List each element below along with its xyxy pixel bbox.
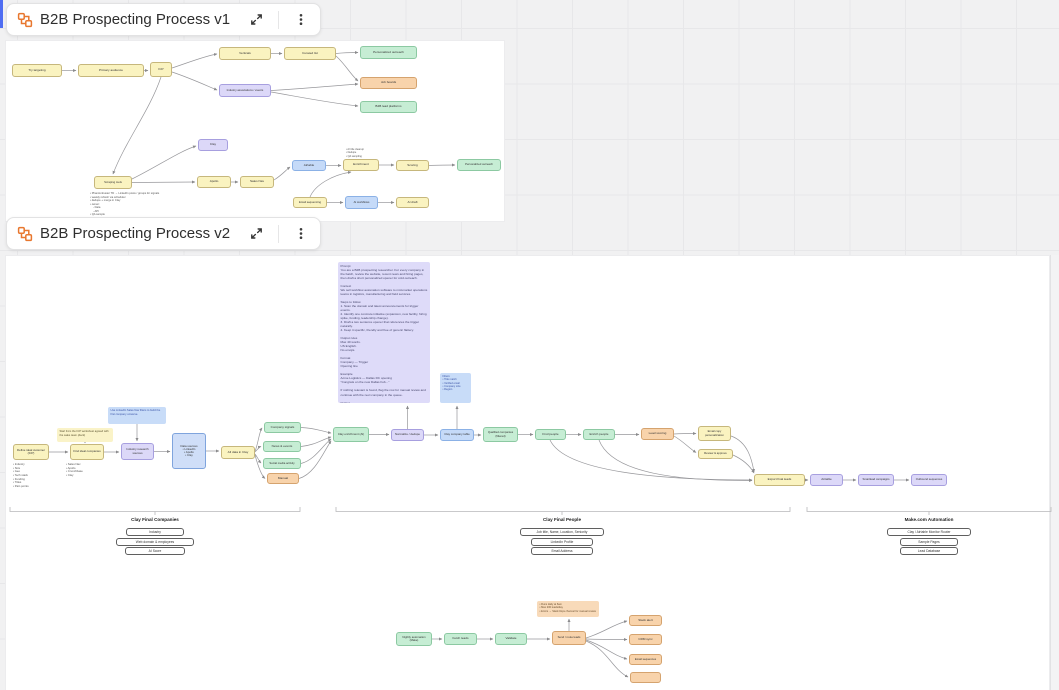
flow-node[interactable]: Email sequences [629,654,662,665]
flow-node[interactable]: B2B lead platforms [360,101,417,113]
list-item[interactable]: Clay / Airtable Monitor Router [887,528,971,536]
list-item[interactable]: Web domain & employees [116,537,194,546]
menu-button-v2[interactable] [286,221,316,247]
flow-node[interactable]: Qualified companies (filtered) [483,427,518,442]
flow-node[interactable]: Lead scoring [641,428,674,440]
expand-icon [250,14,262,25]
flow-node[interactable]: Sales Nav [240,176,274,188]
flow-node[interactable]: Apollo [197,176,231,188]
text-block[interactable]: • Sales Nav • Apollo • Crunchbase • Clay [66,463,83,477]
list-item[interactable]: AI Score [125,547,185,555]
flow-node[interactable]: CRM sync [629,634,662,645]
list-item[interactable]: Industry [126,528,184,536]
kebab-menu-icon [299,13,303,26]
board-title-v1: B2B Prospecting Process v1 [40,11,231,28]
flow-node[interactable]: News & events [263,441,301,452]
flow-node[interactable]: Smartlead campaigns [858,474,894,486]
section-label[interactable]: Make.com Automation [904,517,954,522]
flow-node[interactable]: Data sources • LinkedIn • Apollo • Clay [172,433,206,469]
flow-node[interactable]: Airtable [810,474,843,486]
flow-node[interactable]: Nightly automation (Make) [396,632,432,646]
expand-button-v1[interactable] [241,7,271,33]
flow-node[interactable]: Find people [535,429,566,440]
sticky-note[interactable]: Use LinkedIn Sales Nav filters to build … [108,407,166,424]
board-title-v2: B2B Prospecting Process v2 [40,225,231,242]
flow-node[interactable]: Slack alert [629,615,662,626]
flow-node[interactable]: Company signals [264,422,301,433]
flow-node[interactable]: Scoring [396,160,429,171]
list-item[interactable]: Sample Pages [900,537,958,546]
flow-node[interactable]: Define ideal customer (ICP) [13,444,49,460]
list-item[interactable]: Email Address [531,547,593,555]
flow-node[interactable]: Airtable [292,160,326,171]
sticky-note[interactable]: • Runs daily at 6am • Max 200 leads/day … [537,601,599,617]
canvas-edge-strip [1050,255,1059,690]
list-item[interactable]: LinkedIn Profile [531,537,593,546]
section-label[interactable]: Clay Final People [542,517,582,522]
flow-node[interactable]: Industry research sources [121,443,154,460]
expand-button-v2[interactable] [241,221,271,247]
sticky-note[interactable]: Start from the ICP worksheet agreed with… [57,428,113,442]
flow-node[interactable]: Clay [198,139,228,151]
selection-edge [0,0,3,28]
flow-node[interactable]: Find ideal companies [70,444,104,460]
flow-node[interactable]: Scraping tools [94,176,132,189]
sticky-note[interactable]: Filters: • Title match • Verified email … [440,373,471,403]
flow-node[interactable]: Personalized outreach [457,159,501,171]
flow-node[interactable]: Personalized outreach [360,46,417,59]
flow-node[interactable]: Email copy personalization [698,426,731,441]
board-header-v2[interactable]: B2B Prospecting Process v2 [6,217,322,250]
list-item[interactable]: Job title, Name, Location, Seniority [520,528,604,536]
flow-node[interactable] [630,672,661,683]
flow-node[interactable]: AI workflows [345,196,378,209]
sticky-note[interactable]: Prompt You are a B2B prospecting researc… [338,262,430,403]
flow-node[interactable]: Primary audience [78,64,144,77]
flow-node[interactable]: Fetch leads [444,633,477,645]
flowchart-icon [17,226,33,241]
flow-node[interactable]: Email sequencing [293,197,327,208]
flow-node[interactable]: All data in Clay [221,446,255,459]
flow-node[interactable]: AI draft [396,197,429,208]
flowchart-icon [17,12,33,27]
flow-node[interactable]: Enrich people [583,429,615,440]
menu-button-v1[interactable] [286,7,316,33]
flow-node[interactable]: Validate [495,633,527,645]
flow-node[interactable]: Normalize / dedupe [391,429,424,441]
section-label[interactable]: Clay Final Companies [131,517,179,522]
flow-node[interactable]: Social media activity [263,458,301,469]
board-header-v1[interactable]: B2B Prospecting Process v1 [6,3,322,36]
expand-icon [250,228,262,239]
text-block[interactable]: • Phantombuster TD → LinkedIn posts / gr… [90,192,160,216]
flow-node[interactable]: Curated list [284,47,336,60]
flow-node[interactable]: ICP [150,62,172,77]
flow-node[interactable]: Export final leads [754,474,805,486]
flow-node[interactable]: Outbound sequences [911,474,947,486]
text-block[interactable]: • AI title cleanup • Dedupe • QA samplin… [346,148,364,158]
divider [278,224,280,243]
flow-node[interactable]: Clay company table [440,429,474,441]
flow-node[interactable]: Manual [267,473,299,484]
flow-node[interactable]: Send / route leads [552,631,586,645]
flow-node[interactable]: Job boards [360,77,417,89]
list-item[interactable]: Lead Database [900,547,958,555]
flow-node[interactable]: Verticals [219,47,271,60]
flow-node[interactable]: Industry associations / events [219,84,271,97]
board-canvas-v2[interactable] [5,255,1050,690]
flow-node[interactable]: Review & approve [698,449,733,459]
kebab-menu-icon [299,227,303,240]
flow-node[interactable]: Enrichment [343,159,379,171]
flow-node[interactable]: Try targeting [12,64,62,77]
divider [278,10,280,29]
flow-node[interactable]: Clay enrichment (AI) [333,427,369,442]
text-block[interactable]: • Industry • Size • Geo • Tech stack • F… [13,463,29,488]
